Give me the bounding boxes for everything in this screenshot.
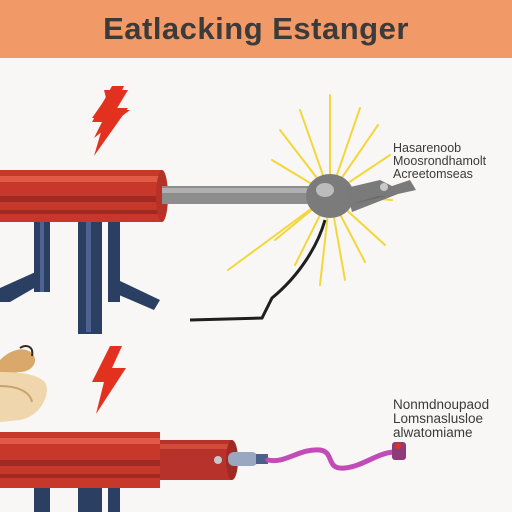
bottom-label-line: Lomsnaslusloe xyxy=(393,411,484,427)
title-banner: Eatlacking Estanger xyxy=(0,0,512,58)
top-cable xyxy=(189,219,327,322)
lightning-bolt-top-shape xyxy=(92,86,128,156)
bottom-label: Nonmdnoupaod Lomsnaslusloe alwatomiame xyxy=(393,397,490,441)
top-label: Hasarenoob Moosrondhamolt Acreetomseas xyxy=(393,141,487,182)
bottom-connector xyxy=(214,452,268,466)
bottom-label-line: Nonmdnoupaod xyxy=(393,397,490,412)
top-pipe-supports xyxy=(0,222,160,334)
top-electrode-rod xyxy=(162,174,416,218)
page-title: Eatlacking Estanger xyxy=(103,11,409,46)
bottom-label-line: alwatomiame xyxy=(393,425,473,441)
bottom-pipe-supports xyxy=(34,488,120,512)
top-label-line: Hasarenoob xyxy=(393,141,462,155)
lightning-bolt-bottom-icon xyxy=(92,346,126,414)
bottom-pipe xyxy=(0,432,238,488)
top-label-line: Acreetomseas xyxy=(393,167,473,182)
top-pipe xyxy=(0,170,168,222)
hand-icon xyxy=(0,345,47,422)
bottom-cable xyxy=(265,447,403,471)
bottom-clamp xyxy=(392,442,406,460)
top-label-line: Moosrondhamolt xyxy=(393,154,487,169)
